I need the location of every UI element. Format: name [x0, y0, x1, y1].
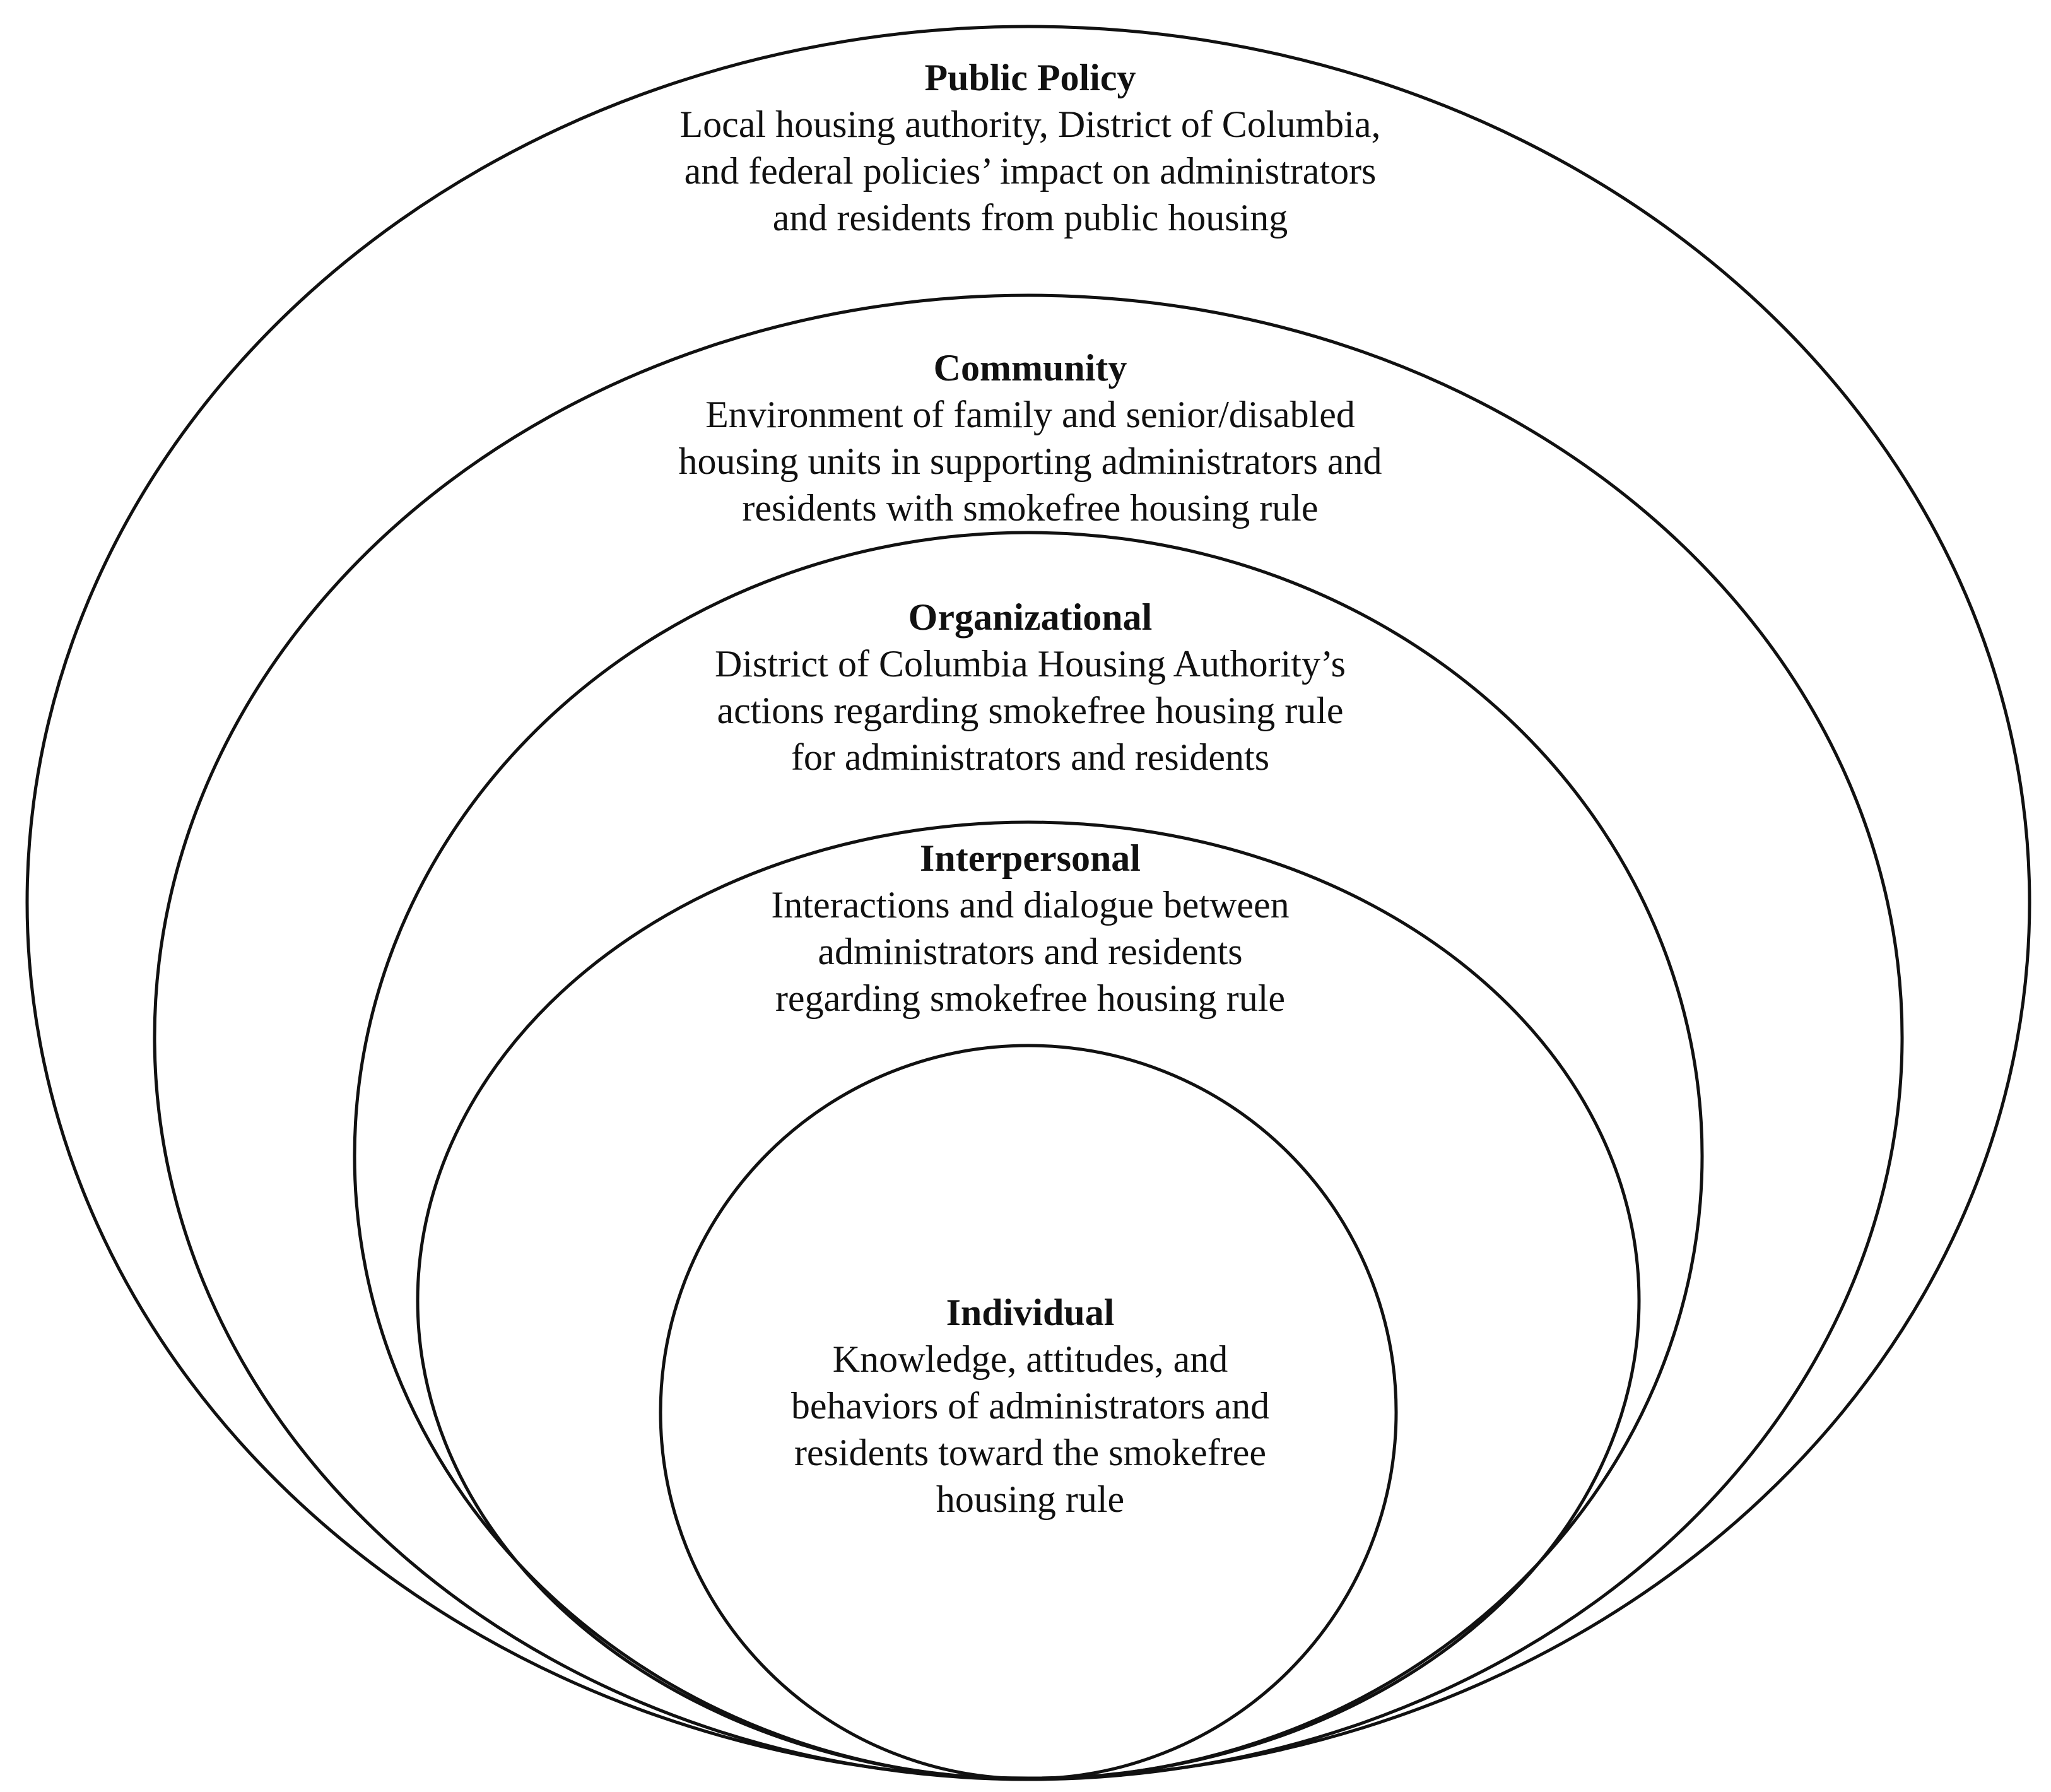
individual-ring — [659, 1044, 1398, 1781]
organizational-description-line: actions regarding smokefree housing rule — [717, 690, 1344, 731]
community-title: Community — [933, 347, 1127, 389]
community-description-line: housing units in supporting administrato… — [678, 440, 1382, 482]
community-label: Community Environment of family and seni… — [679, 345, 1382, 531]
interpersonal-description-line: administrators and residents — [818, 931, 1243, 972]
interpersonal-title: Interpersonal — [920, 837, 1141, 879]
individual-description-line: housing rule — [936, 1478, 1125, 1520]
individual-description-line: Knowledge, attitudes, and — [832, 1338, 1228, 1380]
organizational-description-line: District of Columbia Housing Authority’s — [715, 643, 1346, 685]
organizational-label: Organizational District of Columbia Hous… — [715, 594, 1346, 781]
individual-label: Individual Knowledge, attitudes, and beh… — [791, 1289, 1269, 1523]
interpersonal-description-line: regarding smokefree housing rule — [775, 977, 1286, 1019]
community-description-line: residents with smokefree housing rule — [742, 487, 1319, 529]
individual-title: Individual — [946, 1292, 1115, 1333]
community-description-line: Environment of family and senior/disable… — [705, 394, 1355, 435]
public-policy-label: Public Policy Local housing authority, D… — [680, 54, 1381, 241]
public-policy-description-line: and residents from public housing — [772, 197, 1288, 239]
interpersonal-label: Interpersonal Interactions and dialogue … — [771, 835, 1289, 1022]
organizational-title: Organizational — [908, 596, 1153, 638]
interpersonal-description-line: Interactions and dialogue between — [771, 884, 1290, 926]
individual-description-line: residents toward the smokefree — [794, 1432, 1267, 1473]
individual-description-line: behaviors of administrators and — [790, 1385, 1270, 1427]
public-policy-description-line: Local housing authority, District of Col… — [679, 103, 1381, 145]
public-policy-title: Public Policy — [924, 57, 1136, 98]
public-policy-description-line: and federal policies’ impact on administ… — [684, 150, 1377, 192]
organizational-description-line: for administrators and residents — [790, 736, 1270, 778]
